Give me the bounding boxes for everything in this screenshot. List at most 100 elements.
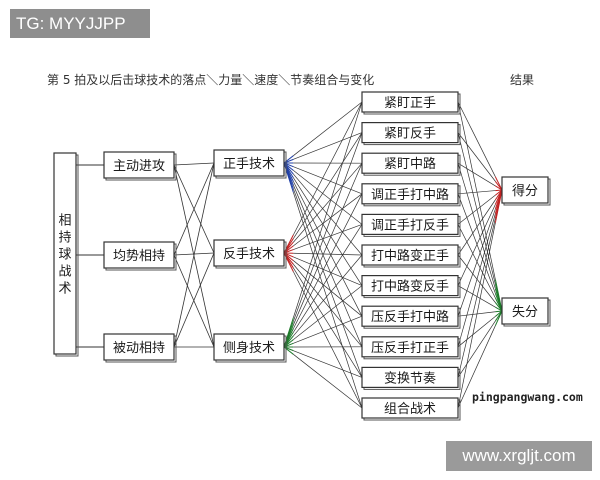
diagram-title: 第 5 拍及以后击球技术的落点＼力量＼速度＼节奏组合与变化 xyxy=(47,73,375,87)
placement-result-connector xyxy=(457,325,496,409)
technique-placement-connector xyxy=(293,264,363,348)
technique-accent-connector xyxy=(283,155,294,164)
placement-result-connector xyxy=(457,132,496,182)
root-box-char: 持 xyxy=(58,231,71,246)
technique-box-label: 反手技术 xyxy=(223,247,275,262)
technique-box-label: 正手技术 xyxy=(223,157,275,172)
technique-box: 正手技术 xyxy=(213,149,287,179)
placement-result-connector xyxy=(457,190,496,195)
placement-box: 打中路变正手 xyxy=(361,244,461,268)
tactic-technique-connector xyxy=(173,162,215,166)
technique-placement-connector xyxy=(293,170,363,225)
technique-placement-connector xyxy=(293,101,363,156)
result-accent-connector xyxy=(495,306,503,312)
placement-box: 压反手打中路 xyxy=(361,305,461,329)
technique-placement-connector xyxy=(293,252,363,256)
root-box-char: 术 xyxy=(58,282,71,297)
tg-watermark: TG: MYYJJPP xyxy=(10,9,150,38)
result-accent-connector xyxy=(495,302,503,312)
technique-placement-connector xyxy=(293,101,363,318)
tactic-technique-connector xyxy=(173,162,215,256)
placement-result-connector xyxy=(457,222,496,409)
placement-result-connector xyxy=(457,320,496,378)
result-box: 失分 xyxy=(501,297,551,327)
result-accent-connector xyxy=(494,310,503,326)
technique-placement-connector xyxy=(293,256,363,286)
placement-box-label: 调正手打中路 xyxy=(371,187,449,203)
placement-result-connector xyxy=(457,204,496,286)
result-box-label: 失分 xyxy=(512,305,538,320)
result-accent-connector xyxy=(495,185,503,191)
placement-box: 打中路变反手 xyxy=(361,275,461,299)
technique-placement-connector xyxy=(293,101,363,236)
placement-result-connector xyxy=(457,194,496,225)
technique-placement-connector xyxy=(293,267,363,378)
technique-placement-connector xyxy=(293,163,363,326)
placement-box: 变换节奏 xyxy=(361,366,461,390)
placement-result-connector xyxy=(457,213,496,347)
technique-placement-connector xyxy=(293,193,363,247)
technique-box: 侧身技术 xyxy=(213,333,287,363)
result-accent-connector xyxy=(494,189,503,223)
placement-result-connector xyxy=(457,101,496,280)
placement-box: 调正手打反手 xyxy=(361,213,461,237)
placement-box-label: 变换节奏 xyxy=(384,370,436,386)
root-box-char: 相 xyxy=(58,214,71,229)
placement-box: 紧盯反手 xyxy=(361,121,461,146)
placement-box: 紧盯正手 xyxy=(361,91,461,115)
result-box: 得分 xyxy=(501,176,551,206)
technique-placement-connector xyxy=(293,188,363,378)
placement-box-label: 打中路变正手 xyxy=(371,248,449,264)
placement-result-connector xyxy=(457,218,496,378)
placement-box: 压反手打正手 xyxy=(361,336,461,360)
tactic-box-label: 均势相持 xyxy=(113,248,165,264)
placement-box-label: 压反手打正手 xyxy=(371,341,449,356)
placement-box: 紧盯中路 xyxy=(361,152,461,176)
tactic-box: 被动相持 xyxy=(103,333,177,363)
technique-placement-connector xyxy=(293,181,363,317)
result-accent-connector xyxy=(495,310,503,313)
root-box-char: 战 xyxy=(58,265,71,280)
technique-placement-connector xyxy=(293,271,363,409)
technique-placement-connector xyxy=(293,173,363,256)
tactic-box: 均势相持 xyxy=(103,241,177,271)
tactic-box-label: 被动相持 xyxy=(113,341,165,356)
technique-placement-connector xyxy=(293,132,363,239)
technique-placement-connector xyxy=(293,260,363,317)
technique-placement-connector xyxy=(293,132,363,322)
technique-box-label: 侧身技术 xyxy=(223,340,275,356)
technique-placement-connector xyxy=(293,193,363,329)
placement-result-connector xyxy=(457,163,496,289)
technique-placement-connector xyxy=(293,315,363,344)
placement-result-connector xyxy=(457,208,496,317)
technique-placement-connector xyxy=(293,354,363,409)
placement-result-connector xyxy=(457,162,496,187)
result-box-label: 得分 xyxy=(512,183,538,199)
result-accent-connector xyxy=(495,189,503,192)
result-accent-connector xyxy=(495,181,503,191)
placement-box-label: 打中路变反手 xyxy=(371,279,449,295)
placement-result-connector xyxy=(457,193,496,294)
technique-placement-connector xyxy=(293,254,363,337)
technique-placement-connector xyxy=(293,192,363,409)
placement-result-connector xyxy=(457,254,496,303)
technique-placement-connector xyxy=(293,166,363,195)
tactic-box: 主动进攻 xyxy=(103,151,177,181)
placement-box-label: 调正手打反手 xyxy=(371,218,449,233)
placement-box-label: 紧盯正手 xyxy=(384,96,436,111)
technique-placement-connector xyxy=(293,132,363,160)
technique-placement-connector xyxy=(293,224,363,250)
result-column-label: 结果 xyxy=(510,73,535,87)
tactic-box-label: 主动进攻 xyxy=(113,159,165,174)
technique-placement-connector xyxy=(293,224,363,333)
placement-box-label: 紧盯中路 xyxy=(384,156,436,172)
placement-box: 调正手打中路 xyxy=(361,183,461,207)
placement-result-connector xyxy=(457,316,496,348)
placement-result-connector xyxy=(457,199,496,256)
technique-placement-connector xyxy=(293,177,363,286)
site-watermark: pingpangwang.com xyxy=(472,390,583,404)
placement-result-connector xyxy=(457,132,496,285)
placement-result-connector xyxy=(457,224,496,299)
